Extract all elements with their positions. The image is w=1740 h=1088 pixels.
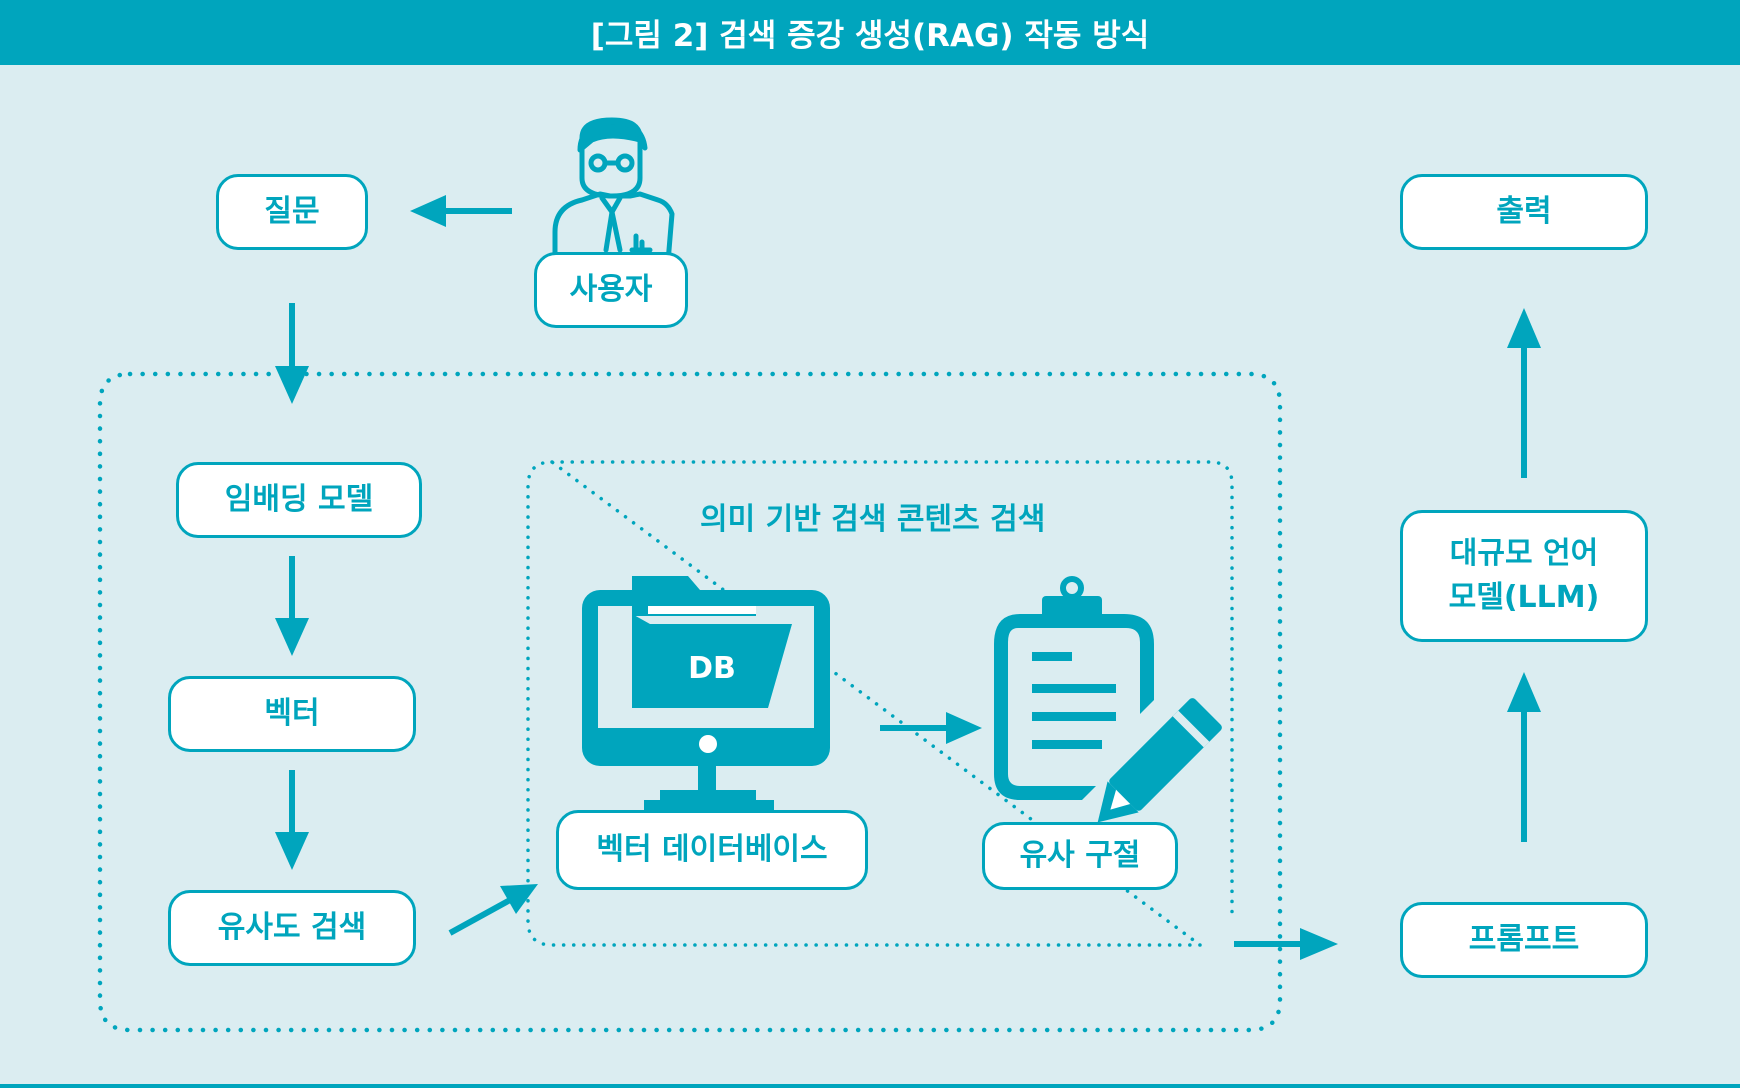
llm-label-line1: 대규모 언어 — [1449, 536, 1599, 571]
similarity-search-label: 유사도 검색 — [217, 910, 367, 945]
header-bar: [그림 2] 검색 증강 생성(RAG) 작동 방식 — [0, 0, 1740, 65]
inner-dotted-container — [526, 460, 1234, 947]
vector-db-label: 벡터 데이터베이스 — [596, 832, 828, 867]
prompt-box: 프롬프트 — [1400, 902, 1648, 978]
similarity-search-box: 유사도 검색 — [168, 890, 416, 966]
computer-database-icon: DB — [582, 576, 830, 810]
arrow-container-to-prompt — [1234, 928, 1338, 960]
vector-label: 벡터 — [264, 696, 320, 731]
arrow-search-to-db — [448, 884, 538, 936]
arrow-llm-to-output — [1507, 308, 1541, 478]
outer-dotted-container — [97, 371, 1283, 1033]
question-label: 질문 — [264, 194, 320, 229]
semantic-search-group-label: 의미 기반 검색 콘텐츠 검색 — [700, 502, 1046, 537]
vector-box: 벡터 — [168, 676, 416, 752]
arrow-prompt-to-llm — [1507, 672, 1541, 842]
user-box: 사용자 — [534, 252, 688, 328]
llm-box: 대규모 언어 모델(LLM) — [1400, 510, 1648, 642]
businessman-icon — [552, 117, 675, 265]
similar-passage-label: 유사 구절 — [1019, 838, 1141, 873]
arrow-user-to-question — [410, 195, 512, 227]
similar-passage-box: 유사 구절 — [982, 822, 1178, 890]
llm-label-line2: 모델(LLM) — [1448, 580, 1600, 615]
footer-line — [0, 1084, 1740, 1088]
output-label: 출력 — [1496, 194, 1552, 229]
db-label: DB — [688, 651, 736, 686]
figure-title: [그림 2] 검색 증강 생성(RAG) 작동 방식 — [590, 18, 1150, 54]
user-label: 사용자 — [569, 272, 653, 307]
clipboard-pencil-icon — [994, 576, 1222, 823]
arrow-vector-to-search — [275, 770, 309, 870]
prompt-label: 프롬프트 — [1468, 922, 1580, 957]
question-box: 질문 — [216, 174, 368, 250]
output-box: 출력 — [1400, 174, 1648, 250]
embedding-model-label: 임배딩 모델 — [224, 482, 374, 517]
arrow-question-to-embedding — [275, 303, 309, 404]
arrow-db-to-passage — [880, 712, 982, 744]
arrow-embedding-to-vector — [275, 556, 309, 656]
vector-db-box: 벡터 데이터베이스 — [556, 810, 868, 890]
embedding-model-box: 임배딩 모델 — [176, 462, 422, 538]
